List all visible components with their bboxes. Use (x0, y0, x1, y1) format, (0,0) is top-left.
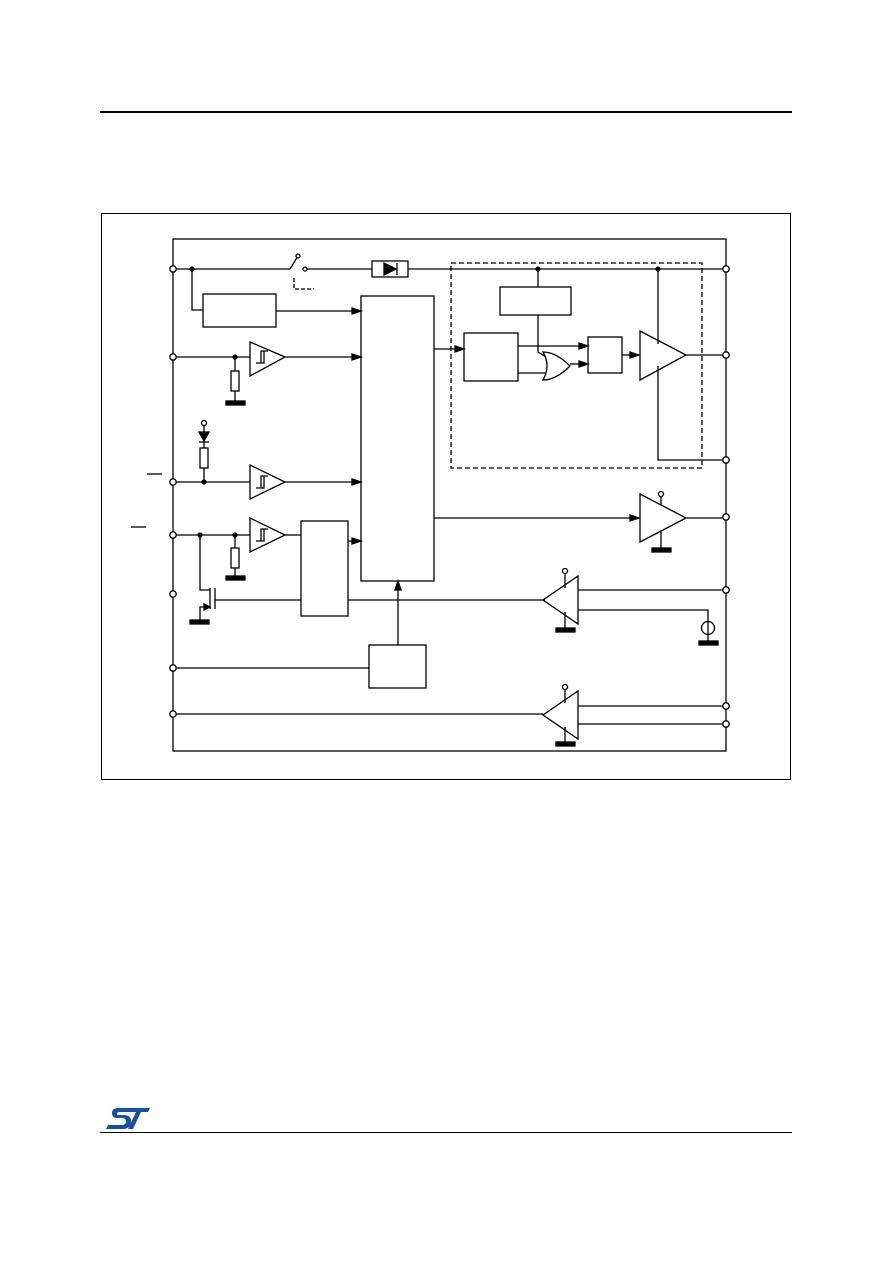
timer-block (499, 286, 572, 316)
ground-icon (555, 741, 576, 747)
schmitt-buffer-1 (249, 341, 287, 378)
schmitt-buffer-2 (249, 463, 287, 501)
hysteresis-icon (256, 475, 268, 489)
pin-right-7 (722, 720, 730, 728)
arrow-icon (578, 360, 591, 368)
arrow-icon (578, 342, 591, 350)
supply-node (561, 683, 569, 691)
ground-icon (555, 627, 576, 633)
supply-node (657, 490, 665, 498)
pin-right-4 (722, 513, 730, 521)
supply-node (561, 567, 569, 575)
switch-control (293, 278, 314, 290)
wire (657, 366, 723, 461)
comparator-1 (541, 574, 579, 626)
arrow-icon (351, 307, 364, 315)
ground-icon (225, 400, 246, 406)
pin-left-2 (169, 353, 177, 361)
pin-right-5 (722, 586, 730, 594)
hysteresis-icon (256, 528, 268, 542)
control-logic-block (360, 295, 435, 582)
latch-block (463, 332, 519, 382)
pin-left-5 (169, 590, 177, 598)
pin-left-6 (169, 664, 177, 672)
bottom-block (368, 644, 427, 689)
switch-contact (302, 266, 308, 272)
hysteresis-icon (256, 350, 268, 364)
pin-left-4 (169, 531, 177, 539)
pin-left-7 (169, 710, 177, 718)
or-gate (541, 351, 571, 381)
footer-rule (100, 1132, 792, 1133)
ground-icon (189, 619, 210, 625)
arrow-icon (629, 351, 642, 359)
ground-icon (651, 547, 672, 553)
pins-right (722, 265, 730, 728)
pin-left-1 (169, 265, 177, 273)
arrow-icon (454, 345, 467, 353)
resistor-icon (230, 547, 240, 569)
pin-right-1 (722, 265, 730, 273)
reset-block (300, 520, 349, 617)
ground-icon (225, 575, 246, 581)
resistor-icon (199, 447, 209, 469)
comparator-2 (541, 689, 579, 741)
supply-node (200, 419, 208, 427)
pin-left-3 (169, 478, 177, 486)
figure-frame (101, 213, 791, 780)
wire (578, 609, 709, 621)
arrow-icon (351, 353, 364, 361)
arrow-icon (351, 537, 364, 545)
pin-right-2 (722, 351, 730, 359)
dashed-region (450, 262, 703, 469)
arrow-icon (394, 578, 402, 591)
arrow-icon (629, 514, 642, 522)
header-rule (100, 111, 792, 113)
wire (199, 535, 210, 591)
diode-icon (197, 431, 211, 443)
ground-icon (698, 640, 719, 646)
arrow-icon (203, 602, 212, 612)
wire (537, 315, 547, 358)
diode-icon (383, 261, 398, 277)
st-logo-icon (106, 1108, 150, 1129)
output-driver (639, 329, 688, 382)
block-upper-left (202, 293, 277, 328)
wire (191, 269, 203, 311)
flip-flop-block (587, 336, 623, 374)
arrow-icon (351, 478, 364, 486)
resistor-icon (230, 370, 240, 392)
switch-contact-top (295, 253, 301, 259)
schmitt-buffer-3 (249, 516, 287, 554)
output-buffer (639, 492, 688, 544)
chip-outline (172, 238, 727, 752)
pin-right-6 (722, 702, 730, 710)
pin-right-3 (722, 456, 730, 464)
